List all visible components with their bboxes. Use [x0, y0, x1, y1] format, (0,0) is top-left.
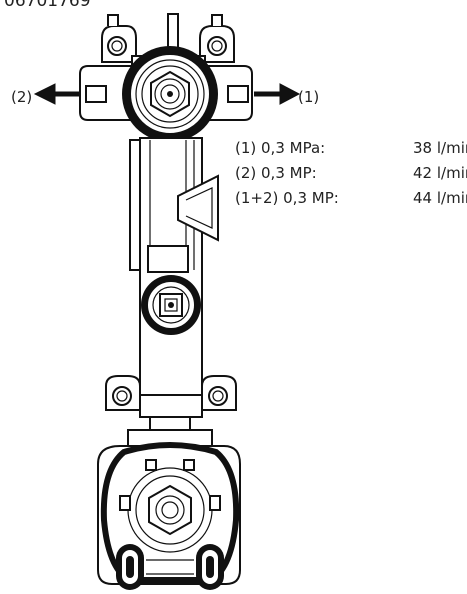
valve-column	[129, 137, 219, 396]
flow-rate-row: (1) 0,3 MPa: 38 l/min	[235, 139, 467, 158]
outlet-block	[79, 46, 253, 142]
flow-rate-row: (1+2) 0,3 MP: 44 l/min	[235, 189, 467, 208]
flow-rate-value: 38 l/min	[413, 139, 467, 157]
outlet-left-label: (2)	[11, 88, 33, 106]
flow-rate-condition: (2) 0,3 MP:	[235, 164, 317, 182]
part-number: 06701769	[4, 0, 91, 11]
flow-rate-value: 44 l/min	[413, 189, 467, 207]
outlet-arrow-left-icon	[33, 83, 86, 105]
flow-rate-condition: (1) 0,3 MPa:	[235, 139, 326, 157]
outlet-arrow-right-icon	[254, 83, 301, 105]
lower-mounting-ears	[105, 375, 237, 418]
middle-cartridge	[141, 275, 201, 335]
outlet-right-label: (1)	[298, 88, 320, 106]
flow-rate-condition: (1+2) 0,3 MP:	[235, 189, 339, 207]
flow-rate-row: (2) 0,3 MP: 42 l/min	[235, 164, 467, 183]
flow-rate-value: 42 l/min	[413, 164, 467, 182]
inlet-ports	[116, 544, 224, 590]
